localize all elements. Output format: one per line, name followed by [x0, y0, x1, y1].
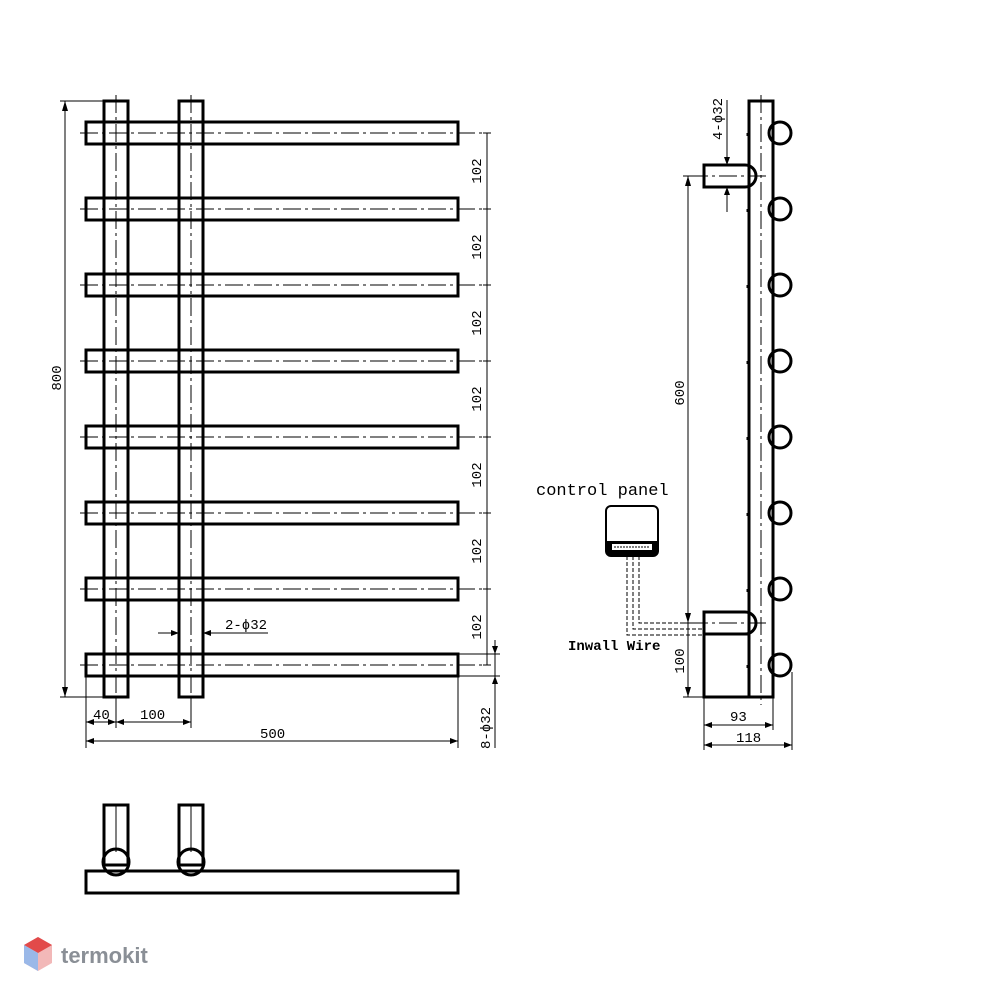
front-view: 800 102 102 102 102 102 102 102	[50, 95, 500, 749]
top-view-bar	[84, 869, 460, 895]
inwall-wire-label: Inwall Wire	[568, 639, 660, 655]
brand-name: termokit	[61, 943, 148, 968]
dim-93-label: 93	[730, 710, 747, 726]
dim-40-label: 40	[93, 708, 110, 724]
dim-102-5: 102	[470, 462, 486, 487]
inwall-wire: Inwall Wire	[568, 556, 704, 655]
brand-watermark: termokit	[24, 937, 148, 971]
top-wall-mount	[702, 163, 758, 189]
control-panel: control panel	[536, 482, 669, 557]
dim-mount-spacing: 600	[673, 175, 704, 624]
dim-102-3: 102	[470, 310, 486, 335]
top-view	[84, 803, 460, 895]
dim-bar-diameter: 8-ϕ32	[458, 640, 500, 749]
dim-102-1: 102	[470, 158, 486, 183]
control-panel-box	[605, 505, 659, 557]
dim-600-label: 600	[673, 380, 689, 405]
dim-height-total: 800	[50, 100, 104, 698]
dim-mount-diameter: 4-ϕ32	[711, 98, 730, 212]
dim-depth: 93 118	[703, 672, 793, 750]
dim-width: 40 100 500	[85, 676, 459, 748]
dim-102-7: 102	[470, 614, 486, 639]
dim-500-label: 500	[260, 727, 285, 743]
dim-100-label: 100	[140, 708, 165, 724]
side-view: 4-ϕ32 600 100 93	[536, 95, 793, 750]
dim-4phi32-label: 4-ϕ32	[711, 98, 727, 140]
dim-100-side-label: 100	[673, 648, 689, 673]
control-panel-label: control panel	[536, 482, 669, 501]
dim-800-label: 800	[50, 365, 66, 390]
dim-8phi32-label: 8-ϕ32	[479, 707, 495, 749]
dim-post-diameter: 2-ϕ32	[158, 618, 268, 636]
dim-118-label: 118	[736, 731, 761, 747]
dim-bar-spacing: 102 102 102 102 102 102 102	[470, 132, 491, 666]
dim-102-6: 102	[470, 538, 486, 563]
dim-102-2: 102	[470, 234, 486, 259]
bar-end-circles	[767, 120, 793, 678]
dim-2phi32-label: 2-ϕ32	[225, 618, 267, 634]
dim-102-4: 102	[470, 386, 486, 411]
horizontal-bars	[84, 120, 460, 678]
